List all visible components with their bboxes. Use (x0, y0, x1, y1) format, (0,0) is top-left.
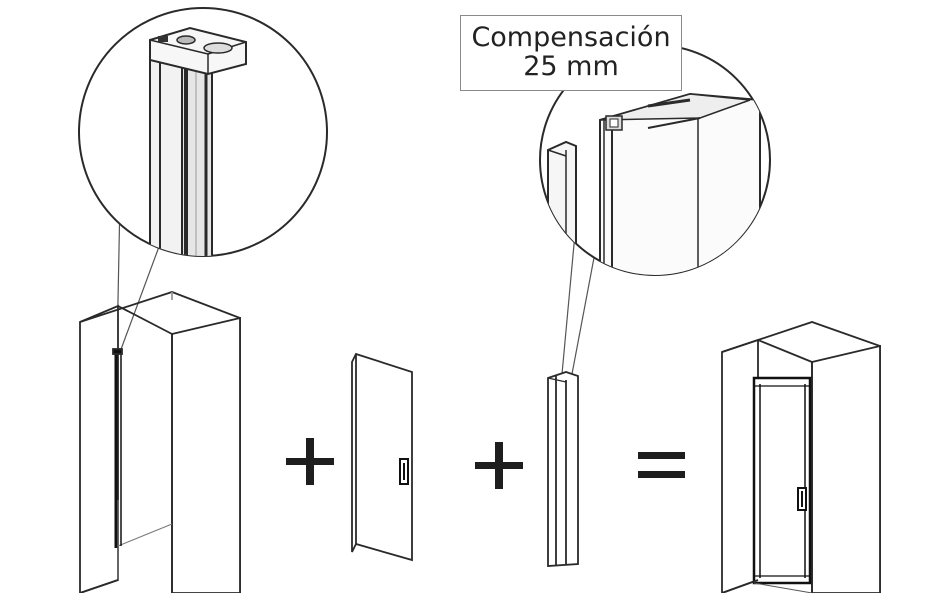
shower-enclosure-before (79, 291, 241, 595)
shower-enclosure-after (721, 321, 881, 595)
zoom-callout-right (539, 44, 771, 375)
profile-detail-left (149, 26, 247, 256)
compensation-label-title: Compensación (471, 22, 671, 53)
compensation-profile (547, 371, 579, 567)
zoom-callout-left (78, 7, 328, 353)
compensation-label: Compensación 25 mm (460, 15, 682, 91)
door-panel (351, 352, 413, 562)
plus-operator-1 (286, 438, 334, 485)
compensation-label-value: 25 mm (523, 51, 619, 82)
equals-operator (638, 452, 685, 478)
plus-operator-2 (475, 442, 523, 489)
